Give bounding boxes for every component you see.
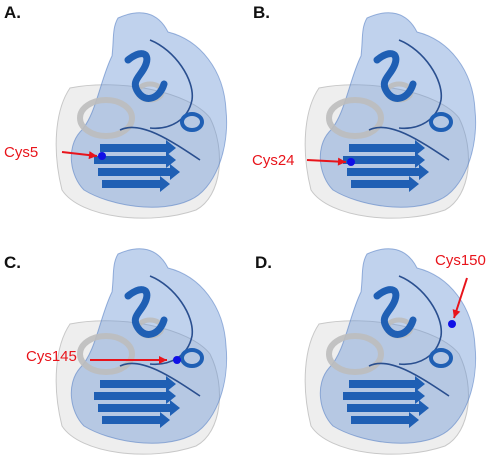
cysteine-label: Cys145 bbox=[26, 348, 77, 365]
panel-c: C. Cys145 bbox=[0, 236, 249, 471]
panel-label: B. bbox=[253, 3, 270, 22]
arrow-head bbox=[159, 356, 167, 364]
panel-label: A. bbox=[4, 3, 21, 22]
arrow-head bbox=[452, 309, 461, 318]
cysteine-site bbox=[448, 320, 456, 328]
panel-a: A. Cys5 bbox=[0, 0, 249, 235]
beta-strand bbox=[351, 412, 419, 428]
cysteine-site bbox=[173, 356, 181, 364]
blue-helix bbox=[180, 112, 204, 132]
coil-loop bbox=[368, 275, 450, 397]
arrow-head bbox=[337, 157, 346, 166]
beta-strand bbox=[94, 388, 176, 404]
beta-strand bbox=[102, 412, 170, 428]
blue-surface bbox=[70, 248, 228, 444]
blue-helix bbox=[124, 50, 168, 102]
cysteine-label: Cys150 bbox=[435, 252, 486, 269]
arrow-head bbox=[88, 151, 97, 160]
cysteine-site bbox=[98, 152, 106, 160]
cysteine-label: Cys24 bbox=[252, 152, 295, 169]
beta-strand bbox=[349, 376, 425, 392]
beta-strand bbox=[98, 164, 180, 180]
cysteine-site bbox=[347, 158, 355, 166]
coil-loop bbox=[119, 39, 201, 161]
grey-helix bbox=[326, 97, 384, 139]
panel-d: D. Cys150 bbox=[249, 236, 498, 471]
beta-strand bbox=[351, 176, 419, 192]
blue-surface bbox=[319, 12, 477, 208]
blue-helix bbox=[373, 286, 417, 338]
beta-strand bbox=[102, 176, 170, 192]
beta-strand bbox=[343, 152, 425, 168]
panel-b: B. Cys24 bbox=[249, 0, 498, 235]
protein-structure-render bbox=[55, 248, 228, 455]
blue-surface bbox=[70, 12, 228, 208]
beta-strand bbox=[94, 152, 176, 168]
protein-structure-render bbox=[55, 12, 228, 219]
coil-loop bbox=[368, 39, 450, 161]
grey-helix bbox=[77, 333, 135, 375]
beta-strand bbox=[347, 400, 429, 416]
panel-label: D. bbox=[255, 253, 272, 272]
blue-helix bbox=[429, 348, 453, 368]
blue-surface bbox=[319, 248, 477, 444]
blue-helix bbox=[124, 286, 168, 338]
beta-strand bbox=[343, 388, 425, 404]
blue-helix bbox=[180, 348, 204, 368]
blue-helix bbox=[373, 50, 417, 102]
blue-helix bbox=[429, 112, 453, 132]
protein-structure-render bbox=[304, 248, 477, 455]
coil-loop bbox=[119, 275, 201, 397]
beta-strand bbox=[100, 140, 176, 156]
protein-structure-render bbox=[304, 12, 477, 219]
cysteine-label: Cys5 bbox=[4, 144, 39, 161]
beta-strand bbox=[349, 140, 425, 156]
beta-strand bbox=[347, 164, 429, 180]
panel-label: C. bbox=[4, 253, 21, 272]
beta-strand bbox=[100, 376, 176, 392]
beta-strand bbox=[98, 400, 180, 416]
grey-helix bbox=[77, 97, 135, 139]
grey-helix bbox=[326, 333, 384, 375]
